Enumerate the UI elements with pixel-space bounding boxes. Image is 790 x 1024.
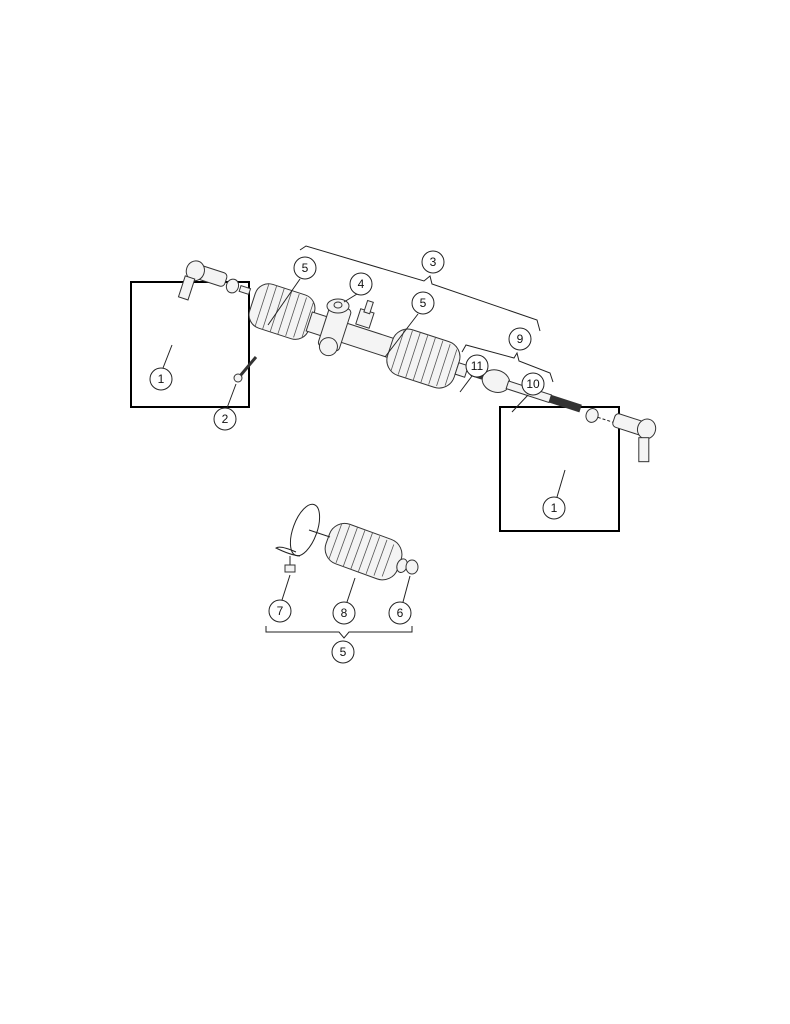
callout-7: 7: [268, 599, 292, 623]
callout-label: 2: [222, 412, 229, 426]
callout-1: 1: [149, 367, 173, 391]
bracket-assembly-3: [299, 245, 541, 332]
callout-2: 2: [213, 407, 237, 431]
boot: [324, 522, 408, 581]
callout-5: 5: [331, 640, 355, 664]
boot-left: [248, 283, 316, 340]
bracket-assembly-5: [265, 626, 413, 639]
rack-housing: [305, 299, 399, 360]
bolt: [233, 356, 258, 383]
callout-label: 7: [277, 604, 284, 618]
callout-5: 5: [411, 291, 435, 315]
callout-label: 8: [341, 606, 348, 620]
boot-right: [386, 328, 469, 389]
callout-10: 10: [521, 372, 545, 396]
boot-kit: [275, 503, 419, 581]
callout-5: 5: [293, 256, 317, 280]
callout-group: 5 3 4 5 9 11 10 1 2 1 7 8 6 5: [149, 250, 566, 664]
leader-lines: [162, 278, 566, 603]
callout-9: 9: [508, 327, 532, 351]
bracket-assembly-9: [461, 344, 554, 383]
callout-4: 4: [349, 272, 373, 296]
callout-label: 11: [471, 359, 484, 373]
callout-1: 1: [542, 496, 566, 520]
steering-rack-assembly: [177, 260, 657, 463]
detail-frame-left: [130, 281, 250, 408]
callout-3: 3: [421, 250, 445, 274]
callout-label: 5: [420, 296, 427, 310]
leader-line: [308, 529, 331, 538]
bushing: [326, 298, 350, 314]
callout-label: 1: [551, 501, 558, 515]
tie-strap: [275, 503, 321, 573]
callout-label: 6: [397, 606, 404, 620]
callout-label: 5: [340, 645, 347, 659]
detail-frame-right: [499, 406, 620, 532]
jam-nut-right: [585, 408, 599, 423]
callout-6: 6: [388, 601, 412, 625]
callout-label: 9: [517, 332, 524, 346]
callout-8: 8: [332, 601, 356, 625]
callout-label: 1: [158, 372, 165, 386]
clamp: [405, 559, 419, 575]
callout-label: 3: [430, 255, 437, 269]
callout-label: 4: [358, 277, 365, 291]
callout-label: 10: [526, 377, 540, 391]
outer-tie-rod-end-left: [177, 260, 252, 301]
callout-11: 11: [465, 354, 489, 378]
outer-tie-rod-end-right: [597, 413, 657, 463]
callout-label: 5: [302, 261, 309, 275]
